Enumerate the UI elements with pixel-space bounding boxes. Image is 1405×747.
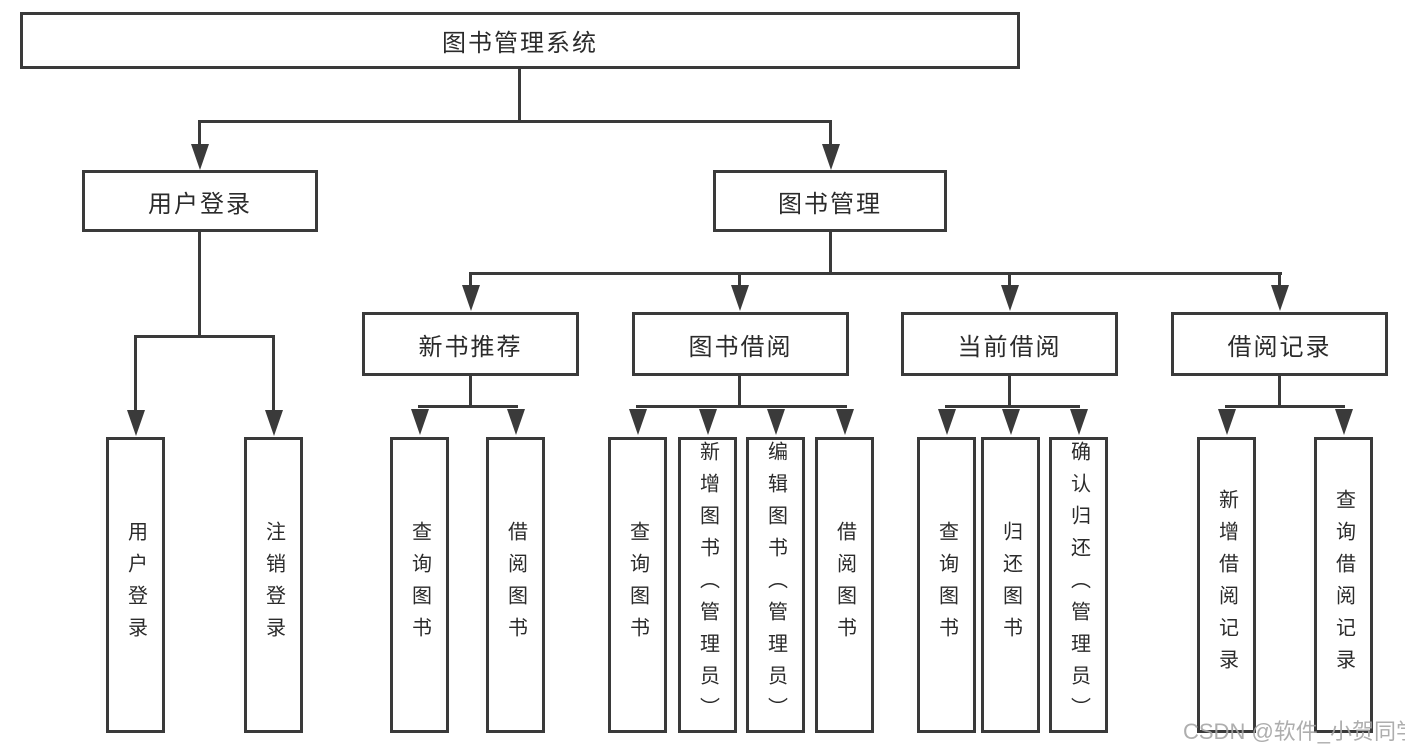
- connector-line: [272, 338, 275, 411]
- node-book-management-label: 图书管理: [778, 190, 882, 218]
- connector-line: [418, 405, 518, 408]
- node-library-system-box: 图书管理系统: [20, 12, 1020, 69]
- connector-line: [198, 120, 832, 123]
- connector-arrow: [699, 409, 717, 435]
- node-borrowing-records-label: 借阅记录: [1227, 333, 1332, 361]
- connector-arrow: [1001, 285, 1019, 311]
- leaf-logout-label: 注销登录: [262, 521, 285, 649]
- connector-arrow: [1335, 409, 1353, 435]
- connector-line: [198, 122, 201, 146]
- leaf-confirm-return-admin-label: 确认归还（管理员）: [1067, 441, 1090, 729]
- leaf-borrow-books-1-box: 借阅图书: [486, 437, 545, 733]
- node-book-management-box: 图书管理: [713, 170, 947, 232]
- node-current-borrowing-label: 当前借阅: [957, 333, 1062, 361]
- connector-line: [945, 405, 1080, 408]
- leaf-add-books-admin-box: 新增图书（管理员）: [678, 437, 737, 733]
- connector-arrow: [462, 285, 480, 311]
- leaf-add-borrow-record-label: 新增借阅记录: [1215, 489, 1238, 681]
- connector-line: [1008, 275, 1011, 287]
- leaf-borrow-books-2-box: 借阅图书: [815, 437, 874, 733]
- leaf-query-books-1-label: 查询图书: [408, 521, 431, 649]
- connector-arrow: [731, 285, 749, 311]
- connector-line: [518, 69, 521, 122]
- connector-line: [1225, 405, 1345, 408]
- connector-line: [829, 232, 832, 275]
- leaf-user-login-label: 用户登录: [124, 521, 147, 649]
- node-current-borrowing-box: 当前借阅: [901, 312, 1118, 376]
- leaf-add-books-admin-label: 新增图书（管理员）: [696, 441, 719, 729]
- node-new-book-recommend-label: 新书推荐: [418, 333, 523, 361]
- connector-line: [1278, 376, 1281, 408]
- node-library-system-label: 图书管理系统: [442, 30, 598, 57]
- connector-arrow: [629, 409, 647, 435]
- leaf-query-books-3-label: 查询图书: [935, 521, 958, 649]
- node-user-login-box: 用户登录: [82, 170, 318, 232]
- connector-arrow: [507, 409, 525, 435]
- connector-line: [469, 272, 1282, 275]
- watermark-text: CSDN @软件_小贺同学: [1183, 719, 1405, 744]
- connector-arrow: [191, 144, 209, 170]
- connector-line: [636, 405, 847, 408]
- connector-line: [738, 275, 741, 287]
- leaf-confirm-return-admin-box: 确认归还（管理员）: [1049, 437, 1108, 733]
- leaf-query-books-2-box: 查询图书: [608, 437, 667, 733]
- connector-line: [134, 335, 275, 338]
- connector-arrow: [411, 409, 429, 435]
- leaf-return-books-box: 归还图书: [981, 437, 1040, 733]
- connector-line: [469, 376, 472, 408]
- connector-arrow: [1271, 285, 1289, 311]
- connector-line: [134, 338, 137, 411]
- leaf-user-login-box: 用户登录: [106, 437, 165, 733]
- connector-line: [829, 122, 832, 146]
- connector-line: [198, 232, 201, 338]
- leaf-logout-box: 注销登录: [244, 437, 303, 733]
- leaf-edit-books-admin-box: 编辑图书（管理员）: [746, 437, 805, 733]
- leaf-borrow-books-2-label: 借阅图书: [833, 521, 856, 649]
- connector-arrow: [836, 409, 854, 435]
- connector-line: [738, 376, 741, 408]
- leaf-query-borrow-record-box: 查询借阅记录: [1314, 437, 1373, 733]
- leaf-query-books-3-box: 查询图书: [917, 437, 976, 733]
- leaf-query-borrow-record-label: 查询借阅记录: [1332, 489, 1355, 681]
- connector-arrow: [127, 410, 145, 436]
- leaf-return-books-label: 归还图书: [999, 521, 1022, 649]
- connector-line: [1278, 275, 1281, 287]
- leaf-query-books-2-label: 查询图书: [626, 521, 649, 649]
- connector-arrow: [1002, 409, 1020, 435]
- leaf-add-borrow-record-box: 新增借阅记录: [1197, 437, 1256, 733]
- node-borrowing-records-box: 借阅记录: [1171, 312, 1388, 376]
- connector-line: [469, 275, 472, 287]
- connector-arrow: [1218, 409, 1236, 435]
- leaf-edit-books-admin-label: 编辑图书（管理员）: [764, 441, 787, 729]
- node-user-login-label: 用户登录: [148, 190, 252, 218]
- leaf-query-books-1-box: 查询图书: [390, 437, 449, 733]
- node-book-borrowing-label: 图书借阅: [688, 333, 793, 361]
- leaf-borrow-books-1-label: 借阅图书: [504, 521, 527, 649]
- node-book-borrowing-box: 图书借阅: [632, 312, 849, 376]
- connector-arrow: [822, 144, 840, 170]
- node-new-book-recommend-box: 新书推荐: [362, 312, 579, 376]
- connector-arrow: [1070, 409, 1088, 435]
- connector-arrow: [938, 409, 956, 435]
- connector-line: [1008, 376, 1011, 408]
- connector-arrow: [265, 410, 283, 436]
- connector-arrow: [767, 409, 785, 435]
